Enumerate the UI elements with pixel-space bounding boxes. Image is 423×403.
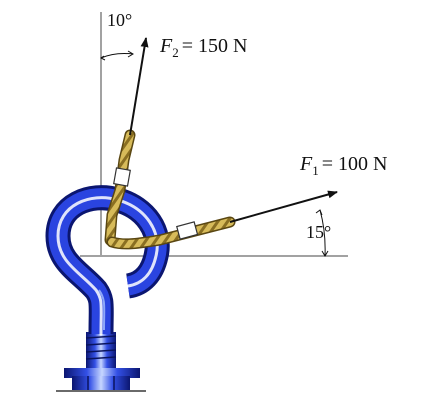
angle-arc-10 xyxy=(100,50,134,61)
hook-body xyxy=(45,185,170,336)
rope-f1 xyxy=(106,216,236,250)
force-f2-label: F2= 150 N xyxy=(159,35,247,60)
force-f1-label: F1= 100 N xyxy=(299,153,387,178)
force-f1-arrow xyxy=(229,190,338,223)
angle-arc-15 xyxy=(315,209,329,257)
hook-base xyxy=(56,332,146,392)
angle-label-10: 10° xyxy=(107,10,132,30)
rope-f2 xyxy=(104,129,136,246)
angle-label-15: 15° xyxy=(306,222,331,242)
force-f2-arrow xyxy=(129,37,149,136)
